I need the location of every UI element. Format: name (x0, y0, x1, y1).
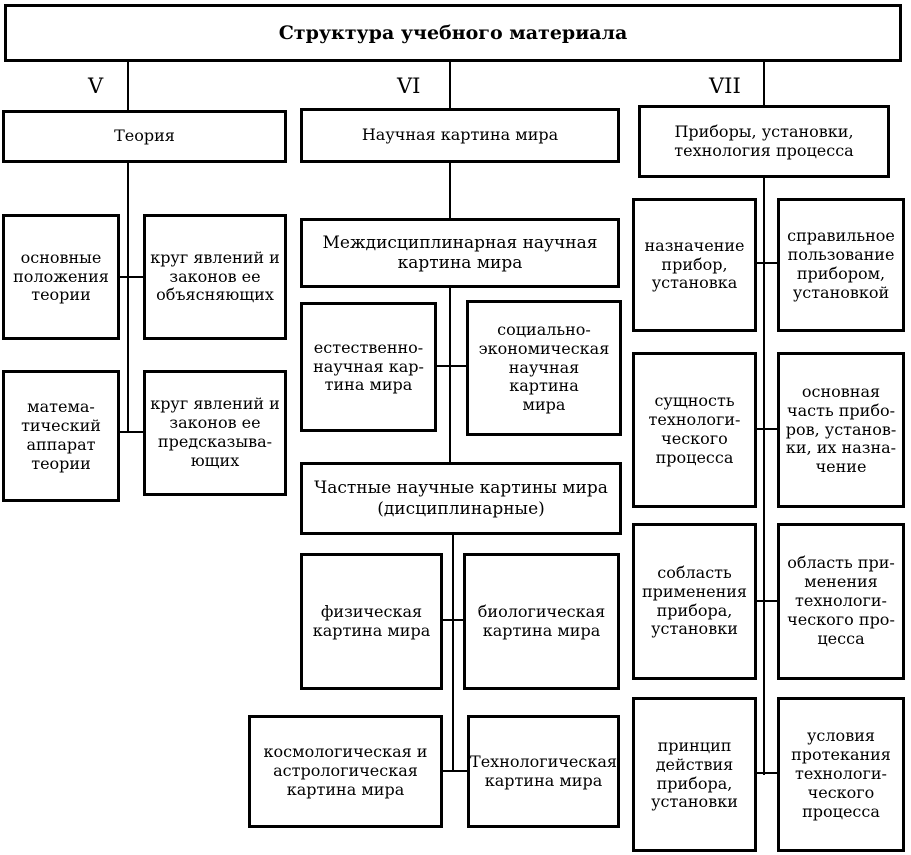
node-technological-worldview: Технологическая картина мира (467, 715, 620, 828)
node-device-application-area: собласть применения прибора, установки (632, 523, 757, 680)
connector-devices-row2 (757, 428, 777, 430)
node-device-purpose: назначение прибор, установка (632, 198, 757, 332)
node-particular-worldviews: Частные научные картины мира (дисциплина… (300, 462, 622, 535)
node-device-correct-use: справильное пользование прибором, устано… (777, 198, 905, 332)
node-biological-worldview: биологическая картина мира (463, 553, 620, 690)
connector-scientific-row4 (443, 619, 463, 621)
node-theory-main-points: основные положения теории (2, 214, 120, 340)
branch-numeral-vi: VI (397, 74, 421, 98)
connector-interdisciplinary-to-particular (449, 288, 451, 462)
node-theory-explained-laws: круг явлений и законов ее объясняющих (143, 214, 287, 340)
node-theory-predicted-laws: круг явлений и законов ее предсказыва- ю… (143, 370, 287, 496)
node-interdisciplinary-worldview: Междисциплинарная научная картина мира (300, 218, 620, 288)
connector-title-devices (763, 61, 765, 105)
connector-devices-row3 (757, 600, 777, 602)
node-socioeconomic-worldview: социально- экономическая научная картина… (466, 300, 622, 436)
branch-numeral-v: V (88, 74, 104, 98)
node-cosmological-worldview: космологическая и астрологическая картин… (248, 715, 443, 828)
node-natural-science-worldview: естественно- научная кар- тина мира (300, 302, 437, 432)
node-process-conditions: условия протекания технологи- ческого пр… (777, 697, 905, 852)
connector-devices-trunk (763, 178, 765, 775)
connector-scientific-row2 (437, 365, 466, 367)
connector-particular-trunk (452, 535, 454, 772)
connector-theory-trunk (127, 163, 129, 433)
node-process-application-area: область при- менения технологи- ческого … (777, 523, 905, 680)
node-theory-math-apparatus: матема- тический аппарат теории (2, 370, 120, 502)
connector-devices-row1 (757, 262, 777, 264)
connector-scientific-row5 (443, 770, 467, 772)
node-device-main-parts: основная часть прибо- ров, установ- ки, … (777, 352, 905, 508)
node-scientific-worldview: Научная картина мира (300, 108, 620, 163)
node-theory: Теория (2, 110, 287, 163)
connector-title-theory (127, 61, 129, 110)
node-physical-worldview: физическая картина мира (300, 553, 443, 690)
branch-numeral-vii: VII (709, 74, 741, 98)
connector-theory-row1 (120, 276, 143, 278)
node-devices: Приборы, установки, технология процесса (638, 105, 890, 178)
connector-scientific-to-interdisciplinary (449, 163, 451, 218)
node-device-operating-principle: принцип действия прибора, установки (632, 697, 757, 852)
diagram-title: Структура учебного материала (4, 4, 902, 62)
node-process-essence: сущность технологи- ческого процесса (632, 352, 757, 508)
connector-devices-row4 (757, 772, 777, 774)
connector-title-scientific (449, 61, 451, 108)
connector-theory-row2 (120, 431, 143, 433)
